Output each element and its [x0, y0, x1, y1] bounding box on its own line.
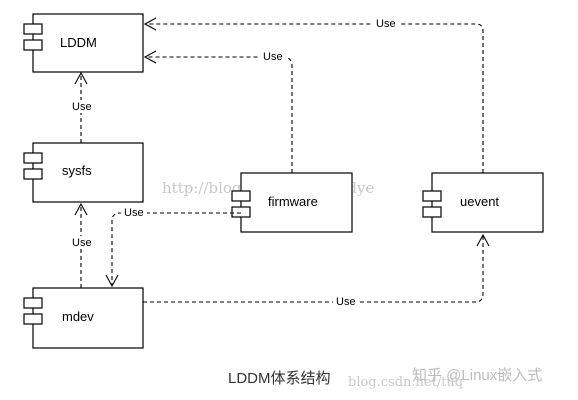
use-label: Use	[124, 207, 144, 219]
dependency-mdev-sysfs: Use	[69, 202, 95, 288]
component-label-mdev: mdev	[62, 309, 94, 324]
component-firmware[interactable]: firmware	[231, 172, 353, 233]
arrowhead	[143, 17, 157, 31]
component-uevent[interactable]: uevent	[422, 172, 544, 233]
dependency-sysfs-lddm: Use	[69, 71, 95, 143]
arrowhead	[143, 50, 157, 64]
component-label-lddm: LDDM	[60, 35, 97, 50]
component-label-uevent: uevent	[460, 194, 499, 209]
use-label: Use	[376, 18, 396, 30]
component-tab-bottom	[422, 206, 442, 218]
arrowhead	[105, 274, 119, 288]
component-tab-top	[23, 23, 43, 35]
watermark-brand: 知乎 @Linux嵌入式	[412, 367, 542, 384]
use-label: Use	[336, 296, 356, 308]
component-tab-bottom	[231, 206, 251, 218]
component-lddm[interactable]: LDDM	[23, 13, 144, 73]
diagram-caption: LDDM体系结构	[228, 370, 331, 387]
dependency-mdev-uevent: Use	[143, 233, 490, 308]
component-tab-bottom	[23, 39, 43, 51]
component-label-firmware: firmware	[268, 194, 318, 209]
component-tab-top	[231, 190, 251, 202]
component-tab-bottom	[23, 313, 43, 325]
component-sysfs[interactable]: sysfs	[23, 142, 144, 203]
dependency-firmware-lddm: Use	[143, 50, 293, 173]
component-label-sysfs: sysfs	[62, 163, 92, 178]
arrowhead	[476, 233, 490, 247]
use-label: Use	[263, 51, 283, 63]
watermark-blog-url: blog.csdn.net/tuq	[348, 375, 463, 390]
use-label: Use	[72, 101, 92, 113]
dependency-uevent-lddm: Use	[143, 17, 484, 173]
component-tab-top	[23, 297, 43, 309]
component-tab-bottom	[23, 168, 43, 180]
arrowhead	[74, 202, 88, 216]
component-tab-top	[23, 152, 43, 164]
use-label: Use	[72, 237, 92, 249]
component-mdev[interactable]: mdev	[23, 287, 144, 349]
arrowhead	[74, 71, 88, 85]
dependency-firmware-mdev: Use	[105, 206, 241, 288]
component-tab-top	[422, 190, 442, 202]
